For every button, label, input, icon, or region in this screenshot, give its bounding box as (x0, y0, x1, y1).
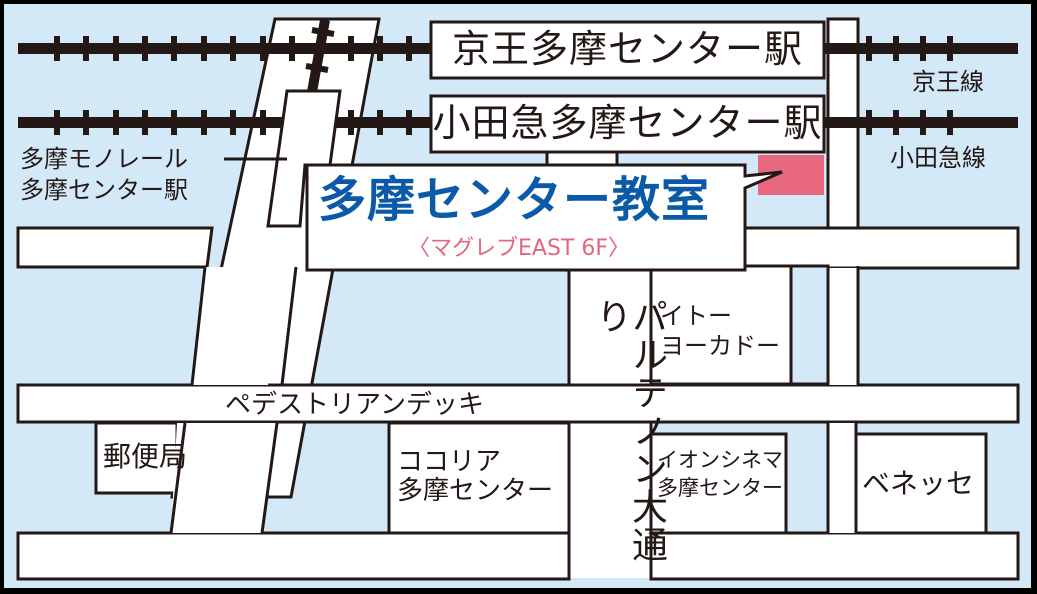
keio-line-label: 京王線 (912, 68, 984, 96)
ito-yokado-label-line1: イトー (660, 302, 732, 330)
ito-yokado-label-line2: ヨーカドー (660, 332, 780, 360)
benesse-label: ベネッセ (862, 467, 975, 500)
classroom-subtitle: 〈マグレブEAST 6F〉 (408, 236, 630, 261)
keio-station-label: 京王多摩センター駅 (451, 27, 803, 71)
odakyu-line-label: 小田急線 (890, 144, 986, 172)
upper-road-right (743, 226, 1020, 270)
monorail-label-line2: 多摩センター駅 (20, 176, 188, 204)
aeon-cinema-building (649, 432, 788, 536)
diagonal-road-mid (192, 267, 284, 385)
odakyu-station-label: 小田急多摩センター駅 (432, 101, 823, 145)
classroom-callout-box (305, 163, 783, 272)
monorail-label-line1: 多摩モノレール (20, 145, 188, 173)
diagonal-road-lower (171, 423, 277, 533)
upper-road-left (16, 226, 214, 269)
keio-station-box (429, 20, 826, 80)
cocoria-building (387, 421, 571, 535)
pedestrian-deck (16, 383, 1020, 424)
bottom-road-left (16, 531, 571, 581)
cocoria-label-line1: ココリア (397, 447, 502, 477)
bottom-road-right (649, 531, 1020, 581)
aeon-cinema-label-line1: イオンシネマ (657, 448, 783, 472)
cocoria-label-line2: 多摩センター (397, 476, 554, 506)
aeon-cinema-label-line2: 多摩センター (657, 476, 783, 500)
block-strip (789, 264, 830, 386)
post-office-label: 郵便局 (103, 440, 188, 473)
pedestrian-deck-label: ペデストリアンデッキ (225, 390, 484, 420)
odakyu-station-box (429, 94, 826, 154)
classroom-title: 多摩センター教室 (318, 172, 711, 228)
parthenon-avenue-label: パルテノン大通り (590, 298, 667, 564)
monorail-station-platform (266, 89, 342, 228)
benesse-building (854, 432, 988, 536)
monorail-rail (305, 19, 335, 93)
right-vertical-road-lower (828, 423, 856, 533)
